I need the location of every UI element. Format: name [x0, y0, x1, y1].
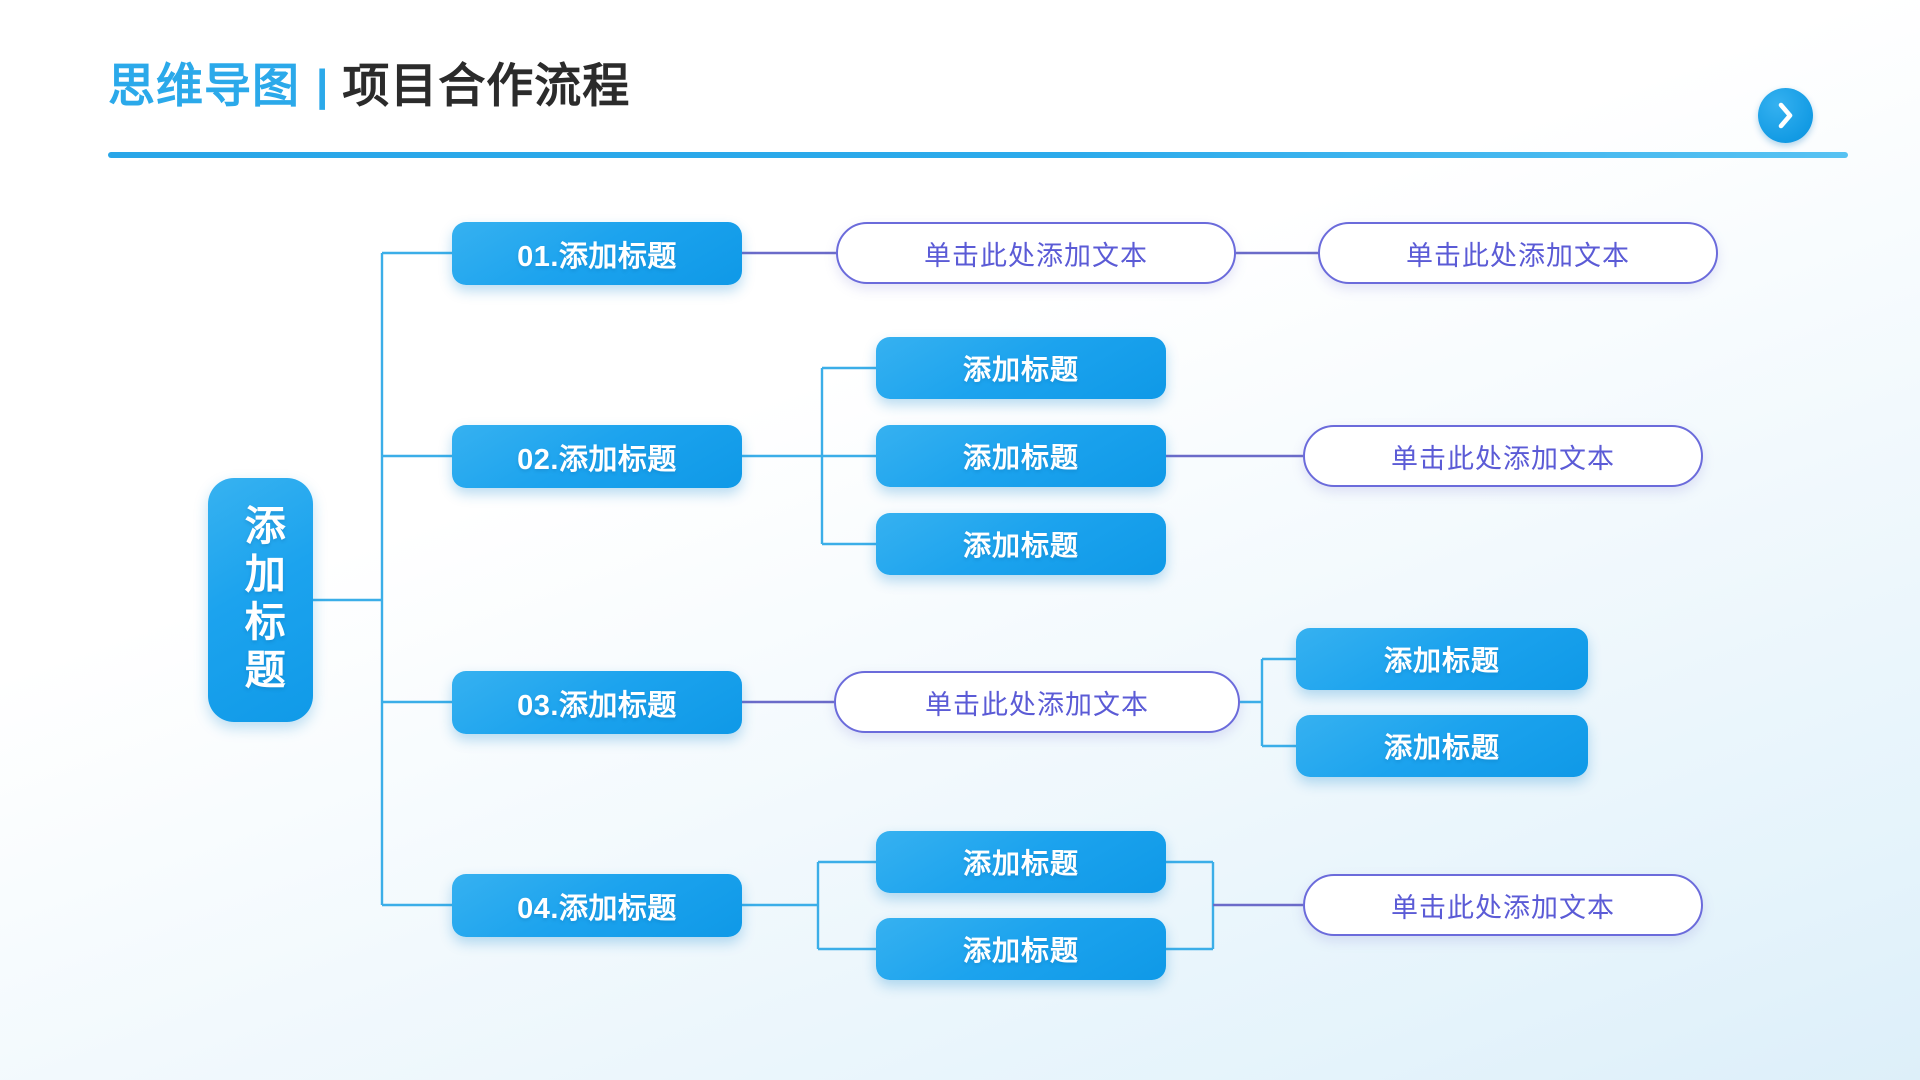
branch-03-leaf-1[interactable]: 添加标题 [1296, 628, 1588, 690]
branch-01-child-pill-2[interactable]: 单击此处添加文本 [1318, 222, 1718, 284]
branch-02-child-2[interactable]: 添加标题 [876, 425, 1166, 487]
branch-node-03[interactable]: 03.添加标题 [452, 671, 742, 734]
branch-node-02-label: 02.添加标题 [517, 443, 677, 476]
branch-02-tail-pill[interactable]: 单击此处添加文本 [1303, 425, 1703, 487]
title-separator: | [316, 60, 329, 110]
branch-node-02[interactable]: 02.添加标题 [452, 425, 742, 488]
root-node-label: 添加标题 [238, 504, 285, 696]
title-accent-text: 思维导图 [108, 59, 300, 112]
branch-04-child-2-label: 添加标题 [962, 935, 1079, 966]
branch-node-01[interactable]: 01.添加标题 [452, 222, 742, 285]
title-main-text: 项目合作流程 [342, 59, 631, 112]
branch-03-leaf-2-label: 添加标题 [1383, 732, 1500, 763]
branch-04-child-1[interactable]: 添加标题 [876, 831, 1166, 893]
slide-header: 思维导图 | 项目合作流程 [0, 0, 1920, 170]
branch-02-child-1-label: 添加标题 [962, 354, 1079, 385]
branch-03-leaf-1-label: 添加标题 [1383, 645, 1500, 676]
branch-node-01-label: 01.添加标题 [517, 240, 677, 273]
branch-02-child-3-label: 添加标题 [962, 530, 1079, 561]
branch-node-03-label: 03.添加标题 [517, 689, 677, 722]
branch-02-tail-pill-label: 单击此处添加文本 [1391, 443, 1615, 474]
next-slide-button[interactable] [1758, 88, 1813, 143]
branch-node-04-label: 04.添加标题 [517, 892, 677, 925]
branch-03-child-pill-label: 单击此处添加文本 [925, 689, 1149, 720]
branch-04-child-2[interactable]: 添加标题 [876, 918, 1166, 980]
branch-04-tail-pill-label: 单击此处添加文本 [1391, 892, 1615, 923]
title-underline-rule [108, 152, 1848, 158]
branch-01-child-pill-1-label: 单击此处添加文本 [924, 240, 1148, 271]
branch-02-child-3[interactable]: 添加标题 [876, 513, 1166, 575]
branch-01-child-pill-2-label: 单击此处添加文本 [1406, 240, 1630, 271]
branch-02-child-1[interactable]: 添加标题 [876, 337, 1166, 399]
mindmap-root-node[interactable]: 添加标题 [208, 478, 313, 722]
chevron-right-icon [1778, 102, 1793, 129]
page-title: 思维导图 | 项目合作流程 [108, 62, 630, 109]
branch-03-child-pill[interactable]: 单击此处添加文本 [834, 671, 1240, 733]
branch-03-leaf-2[interactable]: 添加标题 [1296, 715, 1588, 777]
branch-01-child-pill-1[interactable]: 单击此处添加文本 [836, 222, 1236, 284]
branch-node-04[interactable]: 04.添加标题 [452, 874, 742, 937]
branch-04-child-1-label: 添加标题 [962, 848, 1079, 879]
branch-02-child-2-label: 添加标题 [962, 442, 1079, 473]
branch-04-tail-pill[interactable]: 单击此处添加文本 [1303, 874, 1703, 936]
